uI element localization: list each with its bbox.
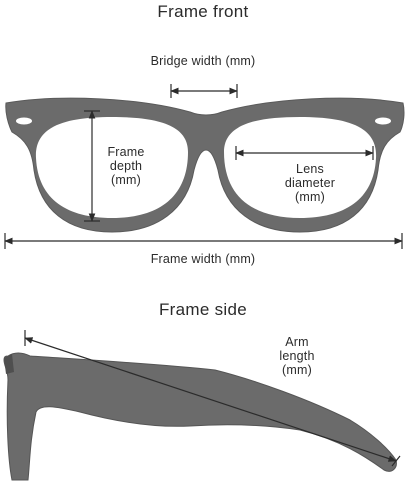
- arm-length-arrow: [24, 337, 397, 462]
- arm-length-line-3: (mm): [282, 363, 312, 377]
- frame-width-label: Frame width (mm): [150, 252, 256, 266]
- lens-diameter-line-3: (mm): [295, 190, 325, 204]
- lens-diameter-label: Lens diameter (mm): [270, 162, 350, 204]
- side-frame-body: [3, 352, 397, 481]
- frame-depth-label: Frame depth (mm): [96, 145, 156, 187]
- frame-depth-line-2: depth: [109, 159, 143, 173]
- arm-length-line-2: length: [279, 349, 315, 363]
- front-frame-shape: [5, 97, 405, 233]
- side-frame-shape: [3, 352, 397, 481]
- side-title: Frame side: [158, 300, 248, 319]
- frame-depth-line-3: (mm): [111, 173, 141, 187]
- front-title: Frame front: [157, 2, 249, 21]
- right-lens: [224, 117, 377, 218]
- bridge-width-label: Bridge width (mm): [150, 54, 256, 68]
- arm-length-line-1: Arm: [285, 335, 309, 349]
- side-hinge-block: [4, 354, 14, 374]
- right-hinge-dot: [375, 117, 391, 125]
- frame-depth-line-1: Frame: [107, 145, 145, 159]
- arm-length-label: Arm length (mm): [262, 335, 332, 377]
- lens-diameter-line-1: Lens: [296, 162, 324, 176]
- lens-diameter-line-2: diameter: [284, 176, 336, 190]
- arm-tick-right: [391, 455, 401, 467]
- left-hinge-dot: [16, 117, 32, 125]
